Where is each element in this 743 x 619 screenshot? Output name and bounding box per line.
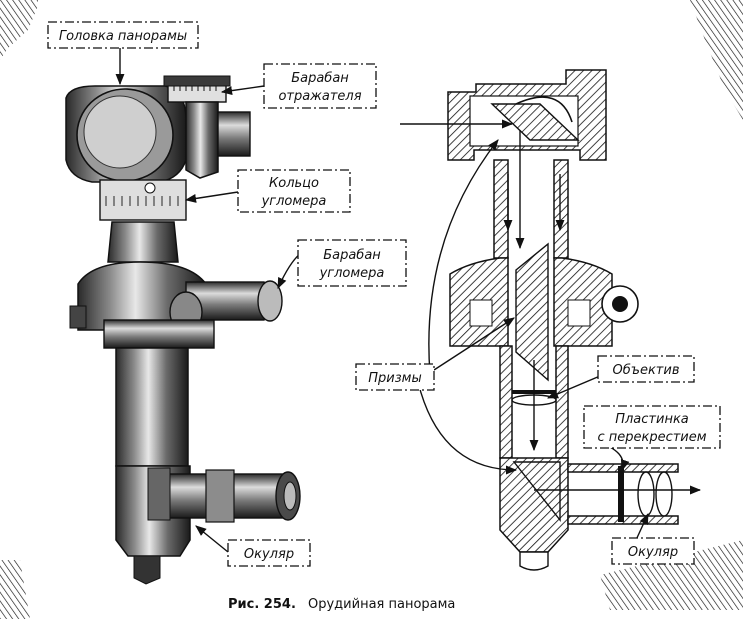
label-eyepiece-left: Окуляр xyxy=(227,539,311,567)
label-goniometer-ring-line1: Кольцо xyxy=(269,176,319,191)
label-panorama-head-text: Головка панорамы xyxy=(59,29,187,44)
caption-text: Орудийная панорама xyxy=(308,597,455,612)
label-prisms: Призмы xyxy=(355,363,435,391)
panorama-section-view xyxy=(400,69,702,571)
figure-caption: Рис. 254. Орудийная панорама xyxy=(228,597,455,612)
label-reticle-plate: Пластинка с перекрестием xyxy=(583,405,721,449)
label-prisms-text: Призмы xyxy=(368,371,421,386)
caption-number: Рис. 254. xyxy=(228,597,296,612)
label-objective-text: Объектив xyxy=(613,363,680,378)
vertical-tube xyxy=(115,347,189,467)
goniometer-ring xyxy=(99,179,187,221)
label-goniometer-ring-line2: угломера xyxy=(261,194,327,209)
reticle-plate xyxy=(618,466,624,522)
label-goniometer-drum-line1: Барабан xyxy=(323,248,381,263)
head-prism xyxy=(490,103,580,141)
label-eyepiece-right: Окуляр xyxy=(611,537,695,565)
label-reticle-line2: с перекрестием xyxy=(597,430,706,445)
label-reflector-drum-line1: Барабан xyxy=(291,71,349,86)
label-panorama-head: Головка панорамы xyxy=(47,21,199,49)
elbow-prism xyxy=(512,461,561,523)
panorama-external-view xyxy=(65,75,301,585)
reflector-drum xyxy=(167,83,227,103)
dove-prism xyxy=(515,242,549,382)
label-reflector-drum: Барабан отражателя xyxy=(263,63,377,109)
label-reflector-drum-line2: отражателя xyxy=(278,89,361,104)
label-goniometer-drum-line2: угломера xyxy=(319,266,385,281)
label-goniometer-drum: Барабан угломера xyxy=(297,239,407,287)
label-objective: Объектив xyxy=(597,355,695,383)
label-goniometer-ring: Кольцо угломера xyxy=(237,169,351,213)
label-eyepiece-left-text: Окуляр xyxy=(244,547,294,562)
label-reticle-line1: Пластинка xyxy=(615,412,689,427)
label-eyepiece-right-text: Окуляр xyxy=(628,545,678,560)
leader-lines xyxy=(115,48,649,553)
